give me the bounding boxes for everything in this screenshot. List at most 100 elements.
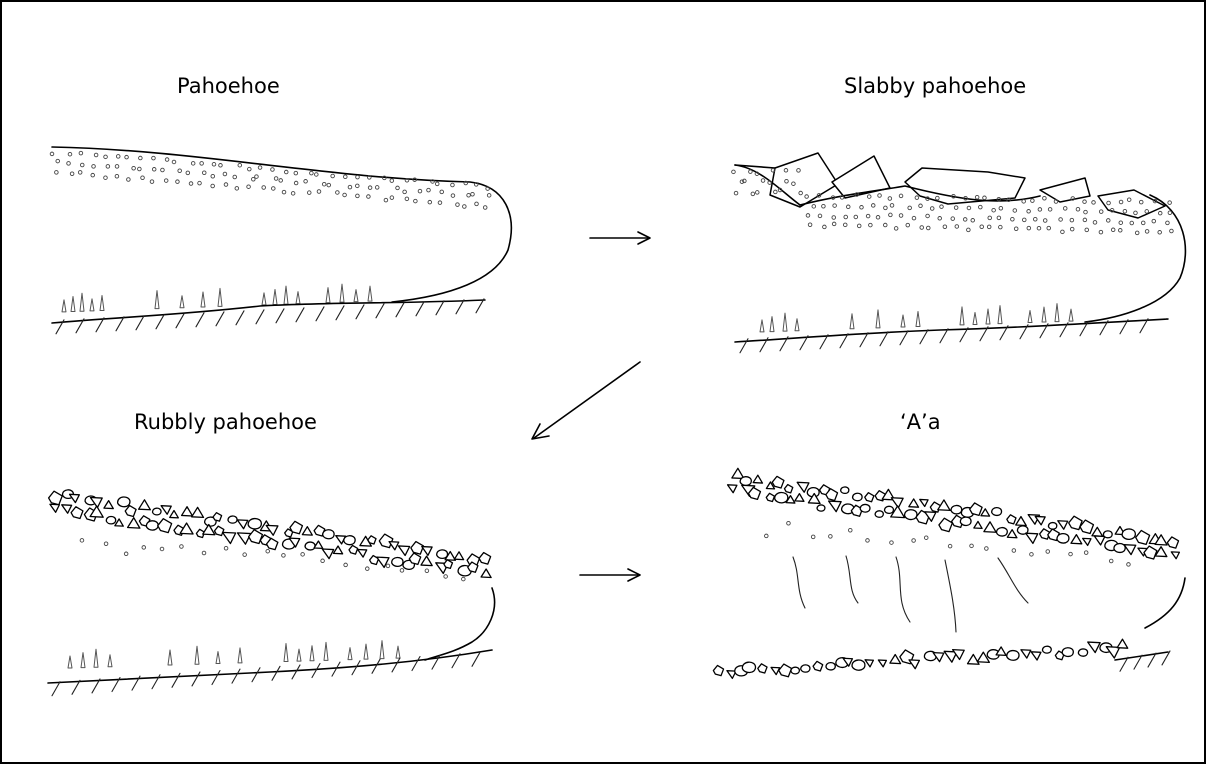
clast xyxy=(791,667,799,674)
vesicle xyxy=(271,168,275,172)
vesicle xyxy=(787,521,791,525)
clast xyxy=(454,552,463,560)
vesicle xyxy=(483,206,487,210)
clast xyxy=(992,508,1002,516)
vesicle xyxy=(161,168,165,172)
vesicle xyxy=(970,544,974,548)
vesicle xyxy=(50,152,54,156)
clast xyxy=(939,518,952,531)
vesicle xyxy=(282,190,286,194)
clast xyxy=(146,521,158,530)
vesicle xyxy=(854,215,858,219)
vesicle xyxy=(818,214,822,218)
panel-pahoehoe xyxy=(50,147,511,334)
vesicle xyxy=(456,203,460,207)
vesicle xyxy=(1033,217,1037,221)
hatch-mark xyxy=(292,665,300,679)
vesicle xyxy=(487,194,491,198)
vesicle xyxy=(866,539,870,543)
pipe-vesicle xyxy=(1042,307,1046,322)
clast xyxy=(1042,646,1051,653)
clast xyxy=(153,508,162,515)
vesicle xyxy=(356,175,360,179)
vesicle xyxy=(866,214,870,218)
vesicle xyxy=(912,539,916,543)
vesicle xyxy=(91,173,95,177)
vesicle xyxy=(307,191,311,195)
clast xyxy=(1117,639,1128,648)
vesicle xyxy=(67,162,71,166)
clast xyxy=(801,665,810,672)
vesicle xyxy=(284,170,288,174)
clast xyxy=(775,492,788,502)
hatch-mark xyxy=(392,658,400,672)
slab xyxy=(832,156,890,198)
vesicle xyxy=(1076,207,1080,211)
vesicle xyxy=(943,225,947,229)
slab xyxy=(1040,178,1090,202)
pipe-vesicle xyxy=(168,650,172,665)
vesicle xyxy=(403,190,407,194)
pipe-vesicle xyxy=(876,310,880,328)
ground-line xyxy=(52,300,485,323)
vesicle xyxy=(1061,230,1065,234)
clast xyxy=(161,506,171,515)
vesicle xyxy=(70,172,74,176)
vesicle xyxy=(405,197,409,201)
clast xyxy=(1021,650,1031,658)
clast xyxy=(1031,652,1041,660)
vesicle xyxy=(367,195,371,199)
vesicle xyxy=(846,205,850,209)
pipe-vesicle xyxy=(760,320,764,332)
clast xyxy=(118,497,130,507)
clast xyxy=(875,511,883,517)
clast xyxy=(481,569,491,578)
pipe-vesicle xyxy=(368,286,372,301)
clast xyxy=(182,507,193,516)
pipe-vesicle xyxy=(155,291,159,309)
vesicle xyxy=(266,549,270,553)
vesicle xyxy=(871,204,875,208)
hatch-mark xyxy=(212,671,220,685)
pipe-vesicle xyxy=(396,646,400,658)
vesicle xyxy=(427,188,431,192)
clast xyxy=(139,500,151,510)
hatch-mark xyxy=(216,312,224,326)
clast xyxy=(878,660,886,667)
hatch-mark xyxy=(232,669,240,683)
vesicle xyxy=(1130,221,1134,225)
clast xyxy=(305,542,315,550)
hatch-mark xyxy=(376,304,384,318)
hatch-mark xyxy=(276,309,284,323)
pipe-vesicle xyxy=(296,292,300,304)
ground-hatch xyxy=(52,652,480,695)
vesicle xyxy=(274,177,278,181)
clast xyxy=(860,504,870,512)
ground-hatch xyxy=(56,299,484,334)
hatch-mark xyxy=(196,313,204,327)
clast xyxy=(826,663,835,670)
vesicle xyxy=(1037,226,1041,230)
vesicle xyxy=(132,166,136,170)
vesicle xyxy=(860,206,864,210)
clast xyxy=(1016,517,1026,526)
vesicle xyxy=(355,184,359,188)
pipe-vesicle xyxy=(284,644,288,662)
pipe-vesicle xyxy=(340,284,344,302)
vesicle xyxy=(963,218,967,222)
clast xyxy=(1103,531,1112,538)
vesicle xyxy=(979,205,983,209)
hatch-mark xyxy=(900,331,908,345)
clast xyxy=(377,557,389,567)
pipe-vesicle xyxy=(1028,311,1032,323)
vesicle xyxy=(1043,196,1047,200)
clast xyxy=(104,501,113,509)
clast xyxy=(349,545,358,554)
pipe-vesicle xyxy=(324,642,328,660)
vesicle xyxy=(138,167,142,171)
clast xyxy=(905,510,917,520)
vesicle xyxy=(258,166,262,170)
vesicle xyxy=(980,225,984,229)
vesicle xyxy=(1027,226,1031,230)
clast xyxy=(865,493,874,502)
